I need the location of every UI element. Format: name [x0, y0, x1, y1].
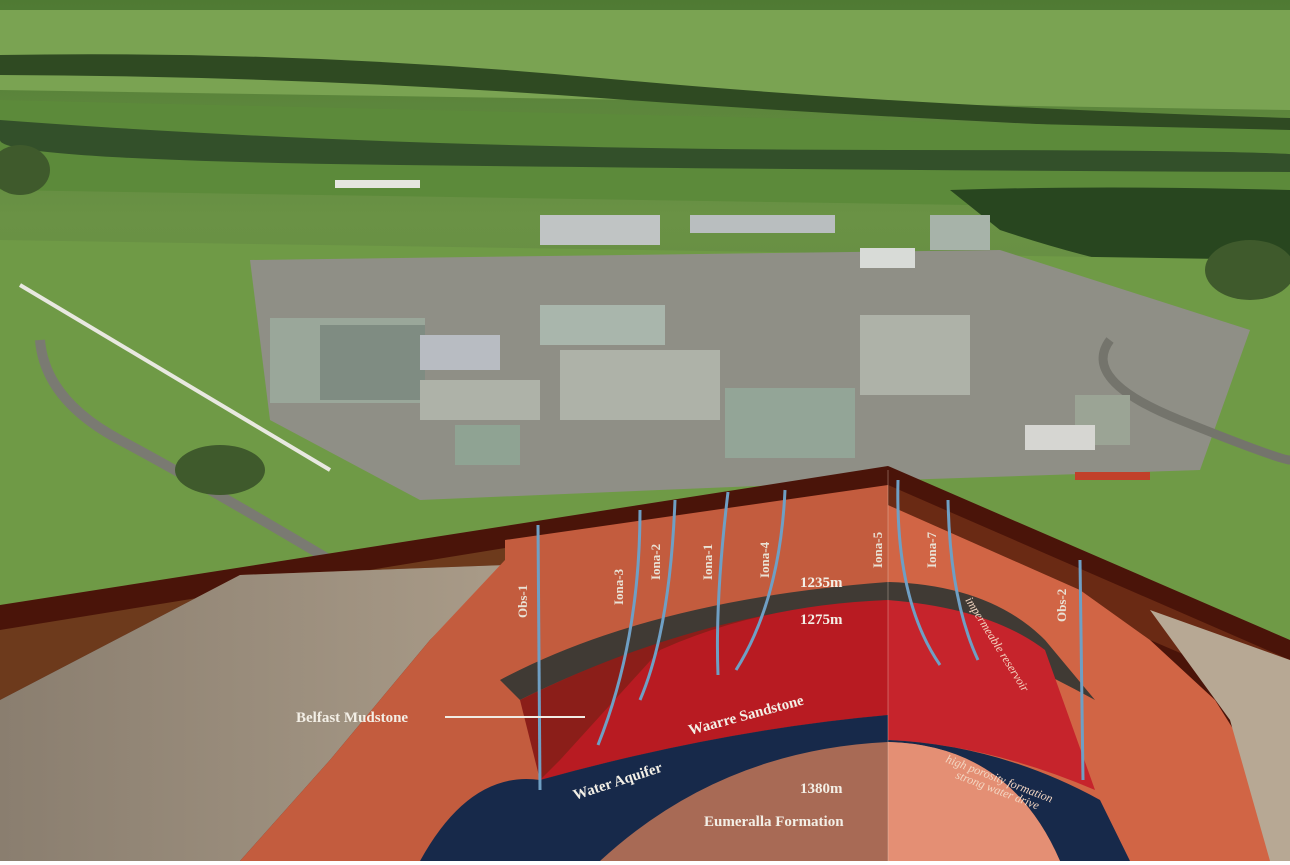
grey-rock-right	[1150, 610, 1290, 861]
waarre-sandstone-layer	[540, 600, 888, 780]
well-label-iona3: Iona-3	[611, 568, 626, 605]
well-label-obs1: Obs-1	[515, 585, 530, 618]
well-label-iona4: Iona-4	[757, 541, 772, 578]
well-path-iona3	[596, 509, 642, 746]
aerial-photo	[0, 0, 1290, 640]
grey-rock-left	[0, 565, 505, 861]
well-path-iona5	[896, 479, 942, 666]
well-label-iona2: Iona-2	[648, 544, 663, 580]
well-path-obs2	[1078, 559, 1085, 781]
well-label-obs2: Obs-2	[1054, 589, 1069, 622]
depth-label-1275: 1275m	[800, 612, 843, 628]
depth-label-1235: 1235m	[800, 575, 843, 591]
well-path-iona1	[715, 491, 730, 676]
label-eumeralla-formation: Eumeralla Formation	[704, 814, 844, 830]
eumeralla-layer	[888, 742, 1060, 861]
label-belfast-mudstone: Belfast Mudstone	[296, 710, 408, 726]
well-paths	[536, 479, 1085, 791]
well-label-iona7: Iona-7	[924, 531, 939, 568]
well-label-iona5: Iona-5	[870, 531, 885, 568]
well-path-obs1	[536, 524, 542, 791]
well-label-iona1: Iona-1	[700, 544, 715, 580]
well-path-iona7	[946, 499, 980, 661]
geology-cross-section	[0, 466, 1290, 861]
well-path-iona4	[734, 489, 787, 671]
well-path-iona2	[638, 499, 677, 701]
depth-label-1380: 1380m	[800, 781, 843, 797]
